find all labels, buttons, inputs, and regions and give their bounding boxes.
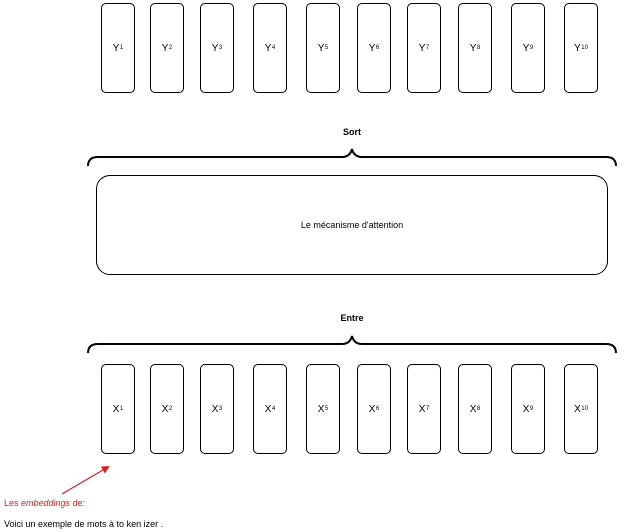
output-token-letter: Y xyxy=(522,42,530,54)
input-token-subscript: 8 xyxy=(476,406,481,412)
embeddings-caption: Les embeddings de: xyxy=(4,498,86,508)
output-token-subscript: 8 xyxy=(476,45,481,51)
input-token-letter: X xyxy=(161,403,169,415)
output-label: Sort xyxy=(343,127,361,137)
input-token-letter: X xyxy=(317,403,325,415)
embeddings-arrow xyxy=(61,465,110,495)
output-token-subscript: 1 xyxy=(119,45,124,51)
input-token-letter: X xyxy=(112,403,120,415)
output-token-letter: Y xyxy=(469,42,477,54)
output-token-subscript: 4 xyxy=(271,45,276,51)
input-brace xyxy=(87,335,617,354)
output-token-letter: Y xyxy=(112,42,120,54)
input-label: Entre xyxy=(340,313,364,323)
input-token-subscript: 9 xyxy=(529,406,534,412)
input-token-subscript: 10 xyxy=(581,406,588,412)
output-token-subscript: 7 xyxy=(425,45,430,51)
input-token-letter: X xyxy=(574,403,581,415)
output-token-letter: Y xyxy=(368,42,376,54)
output-token-letter: Y xyxy=(161,42,169,54)
output-token-subscript: 10 xyxy=(581,45,588,51)
output-brace xyxy=(87,148,617,167)
output-token-subscript: 6 xyxy=(375,45,380,51)
input-token-letter: X xyxy=(522,403,530,415)
input-token-letter: X xyxy=(264,403,272,415)
input-token-subscript: 4 xyxy=(271,406,276,412)
output-token-letter: Y xyxy=(211,42,219,54)
output-token-subscript: 9 xyxy=(529,45,534,51)
input-token-letter: X xyxy=(368,403,376,415)
input-token-subscript: 2 xyxy=(168,406,173,412)
input-token-letter: X xyxy=(469,403,477,415)
input-token-subscript: 7 xyxy=(425,406,430,412)
output-token-letter: Y xyxy=(317,42,325,54)
output-token-letter: Y xyxy=(574,42,581,54)
attention-label: Le mécanisme d'attention xyxy=(300,220,404,230)
input-token-subscript: 5 xyxy=(324,406,329,412)
input-token-letter: X xyxy=(418,403,426,415)
output-token-subscript: 2 xyxy=(168,45,173,51)
input-token-letter: X xyxy=(211,403,219,415)
output-token-subscript: 3 xyxy=(218,45,223,51)
output-token-letter: Y xyxy=(418,42,426,54)
input-token-subscript: 1 xyxy=(119,406,124,412)
input-token-subscript: 6 xyxy=(375,406,380,412)
example-caption: Voici un exemple de mots à to ken izer . xyxy=(4,519,164,529)
attention-block: Le mécanisme d'attention xyxy=(96,175,608,275)
output-token-subscript: 5 xyxy=(324,45,329,51)
input-token-subscript: 3 xyxy=(218,406,223,412)
output-token-letter: Y xyxy=(264,42,272,54)
